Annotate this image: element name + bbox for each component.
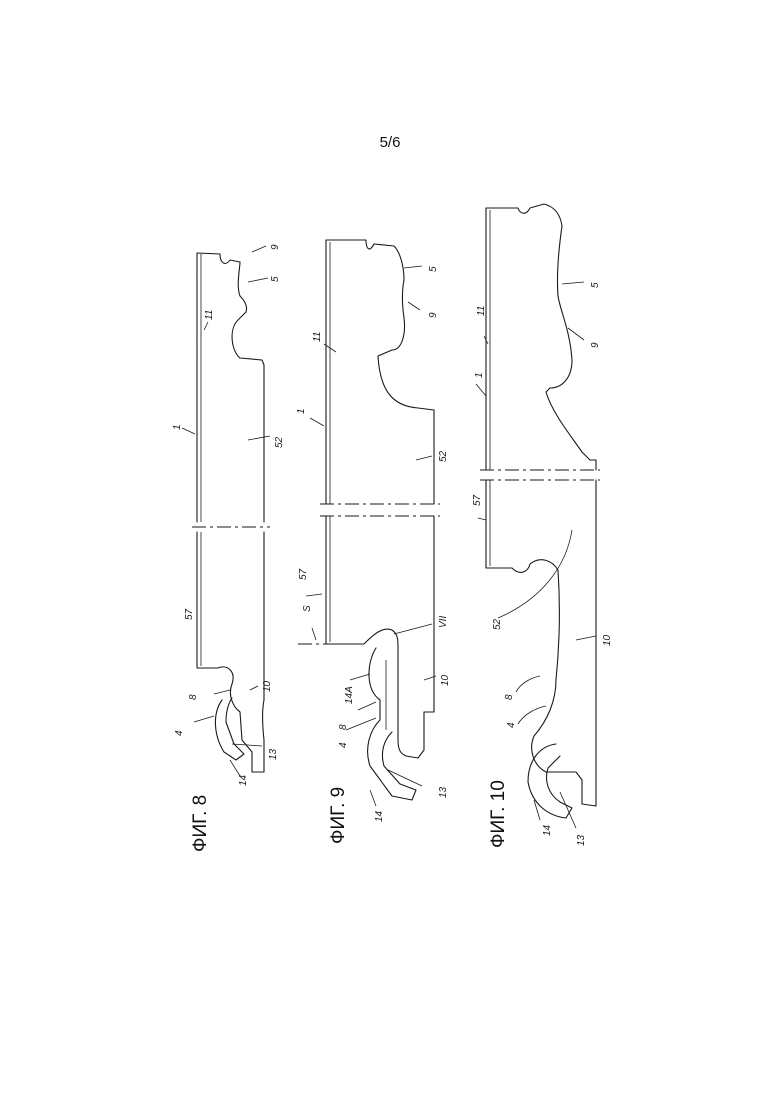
fig10-leader-1 [476, 384, 486, 396]
fig10-leader-9 [568, 328, 584, 340]
fig9-label-10: 10 [440, 674, 451, 686]
fig10-label-1: 1 [474, 372, 485, 378]
fig8-leader-4 [194, 716, 214, 722]
fig10-label-52: 52 [492, 618, 503, 630]
fig10-label-14: 14 [542, 824, 553, 836]
fig8-leader-9 [252, 246, 266, 252]
fig8-leader-10 [250, 686, 258, 690]
fig8-leader-52 [248, 436, 270, 440]
fig8-label-52: 52 [274, 436, 285, 448]
fig9-label-1: 1 [296, 408, 307, 414]
fig10-label-13: 13 [576, 834, 587, 846]
fig10-leader-4 [518, 706, 546, 724]
fig8-label-4: 4 [174, 730, 185, 736]
fig10-leader-5 [562, 282, 584, 284]
fig10-leader-13 [560, 792, 576, 828]
figure-10: 11 1 5 9 57 52 10 8 4 14 13 ФИГ. 10 [472, 204, 613, 848]
fig10-locking-lip [528, 744, 572, 818]
fig9-label-14a: 14A [344, 686, 355, 704]
fig8-caption: ФИГ. 8 [190, 795, 211, 852]
fig8-leader-14 [230, 760, 240, 776]
fig10-panel-outline [486, 204, 596, 806]
fig10-label-57: 57 [472, 494, 483, 506]
fig9-leader-52 [416, 456, 432, 460]
fig9-label-11: 11 [312, 332, 323, 342]
fig9-label-57: 57 [298, 568, 309, 580]
fig9-label-4: 4 [338, 742, 349, 748]
fig9-label-vii: VII [438, 616, 449, 628]
fig9-leader-14a [350, 674, 370, 680]
fig9-label-52: 52 [438, 450, 449, 462]
fig10-leader-8 [516, 676, 540, 692]
fig10-label-4: 4 [506, 722, 517, 728]
fig9-panel-outline [326, 240, 434, 758]
fig8-label-10: 10 [262, 680, 273, 692]
fig10-label-8: 8 [504, 694, 515, 700]
fig10-label-9: 9 [590, 342, 601, 348]
fig9-leader-s [312, 628, 316, 640]
fig8-label-1: 1 [172, 424, 183, 430]
fig10-leader-57 [478, 518, 486, 520]
figure-9: 1 11 5 9 52 57 S VII 14A 8 4 10 13 14 ФИ… [296, 240, 451, 844]
fig9-leader-4 [346, 718, 376, 730]
fig8-label-9: 9 [270, 244, 281, 250]
fig9-leader-13 [388, 770, 422, 786]
fig8-leader-11 [204, 322, 208, 330]
fig9-leader-1 [310, 418, 324, 426]
fig9-label-8: 8 [338, 724, 349, 730]
fig9-locking-lip [368, 648, 416, 800]
fig9-label-14: 14 [374, 810, 385, 822]
fig9-caption: ФИГ. 9 [328, 787, 349, 844]
fig9-label-9: 9 [428, 312, 439, 318]
fig10-label-10: 10 [602, 634, 613, 646]
fig8-label-14: 14 [238, 774, 249, 786]
fig8-label-13: 13 [268, 748, 279, 760]
fig9-leader-5 [404, 266, 422, 268]
fig8-panel-outline [197, 253, 264, 772]
fig8-leader-1 [182, 428, 195, 434]
fig8-label-57: 57 [184, 608, 195, 620]
fig9-label-s: S [302, 605, 313, 612]
fig8-leader-5 [248, 278, 268, 282]
fig10-label-11: 11 [476, 306, 487, 316]
fig8-label-5: 5 [270, 276, 281, 282]
fig10-label-5: 5 [590, 282, 601, 288]
fig10-leader-52 [498, 530, 572, 618]
fig10-leader-10 [576, 636, 596, 640]
fig10-caption: ФИГ. 10 [488, 780, 509, 848]
fig9-label-13: 13 [438, 786, 449, 798]
fig8-label-8: 8 [188, 694, 199, 700]
page-number: 5/6 [380, 134, 401, 151]
figure-8: 1 11 9 5 52 57 8 4 10 13 14 ФИГ. 8 [172, 244, 285, 852]
fig9-leader-vii [394, 624, 432, 634]
fig9-label-5: 5 [428, 266, 439, 272]
fig9-leader-9 [408, 302, 420, 310]
fig9-leader-57 [306, 594, 322, 596]
fig9-leader-14 [370, 790, 376, 806]
fig8-locking-lip [215, 698, 244, 760]
fig8-label-11: 11 [204, 310, 215, 320]
fig9-leader-8 [358, 702, 376, 710]
fig8-leader-8 [214, 690, 230, 694]
